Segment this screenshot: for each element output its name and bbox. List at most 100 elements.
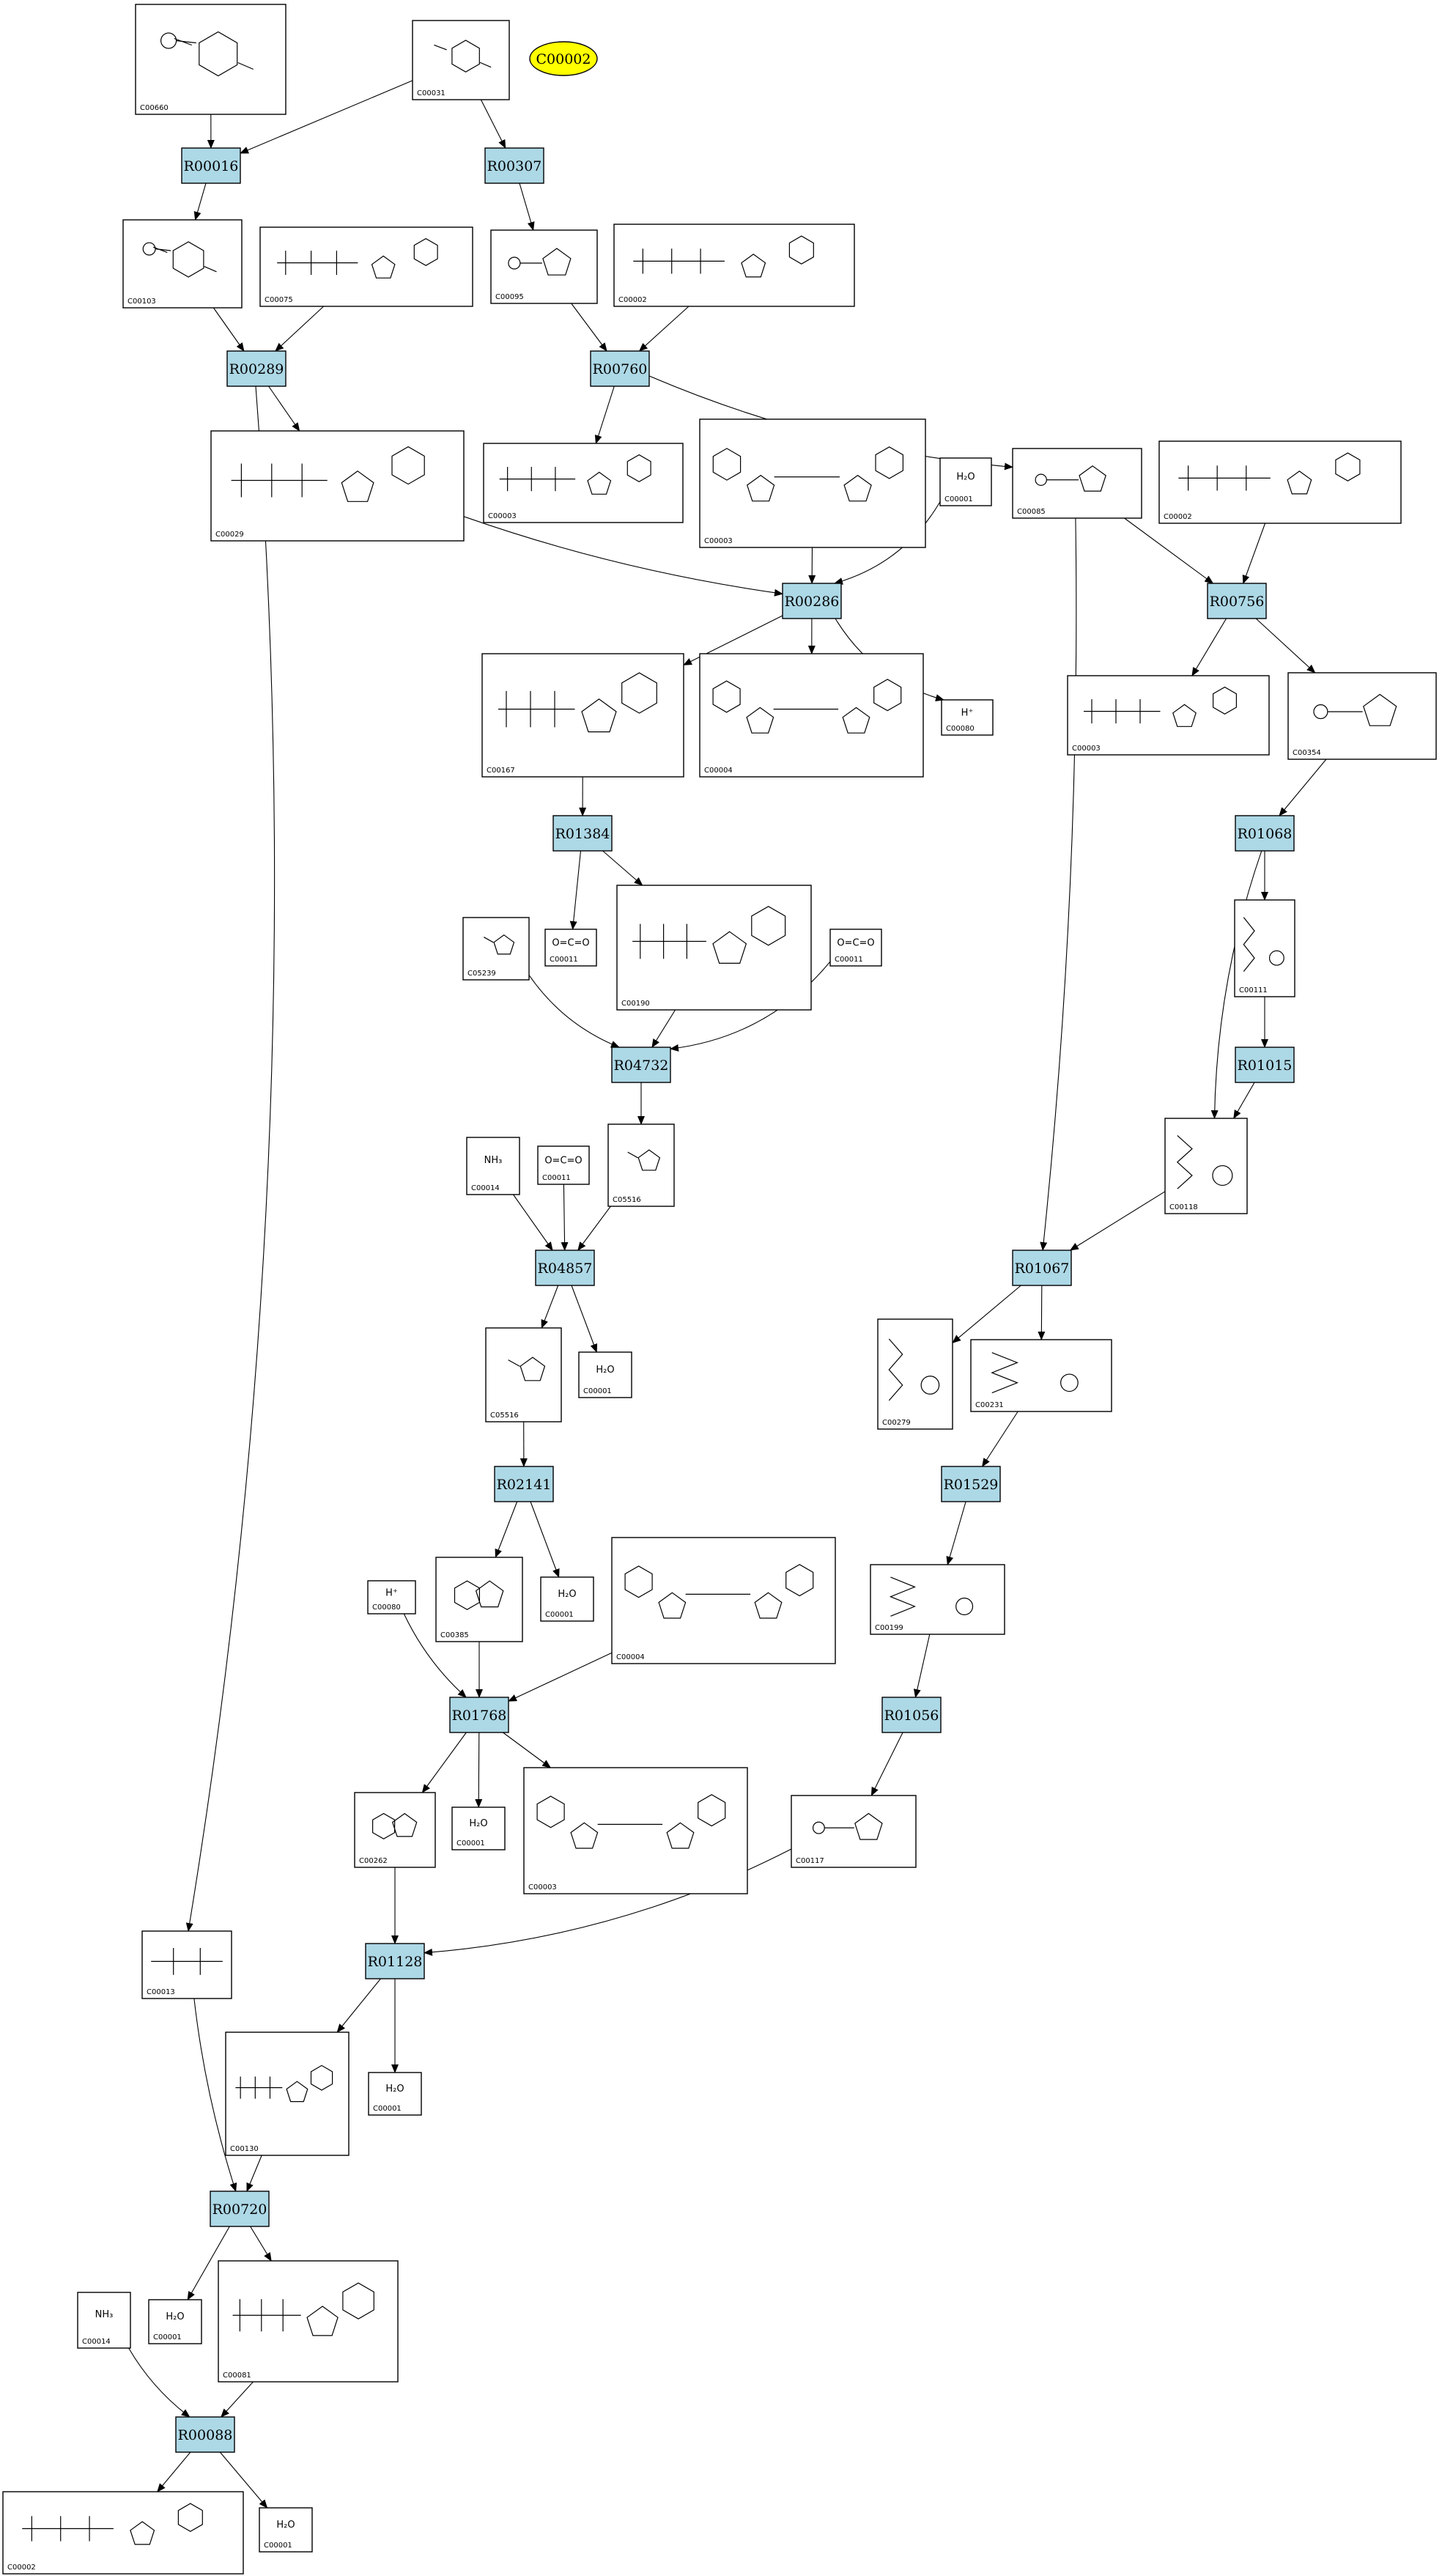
reaction-node[interactable]: R02141 <box>494 1466 554 1502</box>
formula-text: NH₃ <box>95 2309 114 2320</box>
structure-drawing <box>712 446 903 502</box>
compound-box <box>210 430 465 542</box>
reaction-id-label: R02141 <box>497 1477 552 1493</box>
compound-node[interactable]: C05516 <box>485 1327 562 1422</box>
compound-node[interactable]: C00081 <box>218 2260 399 2383</box>
reaction-box <box>590 350 650 387</box>
compound-node[interactable]: C00075 <box>259 226 473 307</box>
reaction-id-label: R00016 <box>184 158 239 174</box>
compound-id-label: C00001 <box>944 495 973 503</box>
reaction-node[interactable]: R01529 <box>941 1466 1001 1502</box>
highlight-node[interactable]: C00002 <box>529 41 598 76</box>
compound-node[interactable]: C00002 <box>613 224 855 307</box>
compound-box <box>367 1580 416 1614</box>
compound-node[interactable]: C00385 <box>435 1557 523 1642</box>
edge-R00720-c44 <box>187 2226 230 2300</box>
compound-node[interactable]: C00095 <box>490 229 598 304</box>
edge-c2-R00016 <box>240 80 413 154</box>
compound-id-label: C00199 <box>875 1624 903 1632</box>
compound-id-label: C00103 <box>127 298 156 306</box>
compound-id-label: C00080 <box>946 725 975 733</box>
compound-node[interactable]: C00004 <box>611 1537 836 1664</box>
reaction-node[interactable]: R00016 <box>181 147 241 184</box>
edge-R00016-c3 <box>193 182 207 221</box>
compound-node[interactable]: C00003 <box>483 443 684 523</box>
edge-c23-R04857 <box>513 1194 553 1251</box>
reaction-box <box>611 1047 671 1083</box>
compound-node[interactable]: C05516 <box>607 1123 675 1207</box>
compound-node[interactable]: C00660 <box>135 4 286 115</box>
structure-drawing: O=C=O <box>544 1155 582 1166</box>
compound-node[interactable]: C00231 <box>970 1339 1112 1412</box>
compound-node[interactable]: C05239 <box>462 917 530 981</box>
compound-node[interactable]: C00262 <box>354 1792 436 1868</box>
reaction-node[interactable]: R01384 <box>552 815 613 852</box>
compound-node[interactable]: C00031 <box>412 20 510 100</box>
compound-node[interactable]: C00013 <box>141 1930 232 1999</box>
compound-node[interactable]: C00117 <box>791 1795 917 1868</box>
reaction-node[interactable]: R01768 <box>449 1697 509 1733</box>
reaction-node[interactable]: R01015 <box>1235 1047 1295 1083</box>
compound-node[interactable]: C00003 <box>1067 675 1270 756</box>
structure-drawing <box>1035 465 1106 492</box>
reaction-node[interactable]: R00286 <box>782 583 842 619</box>
compound-id-label: C00002 <box>1164 513 1192 521</box>
compound-node[interactable]: H⁺C00080 <box>941 699 994 736</box>
compound-node[interactable]: H₂O C00001 <box>451 1806 506 1850</box>
reaction-node[interactable]: R00760 <box>590 350 650 387</box>
compound-id-label: C00117 <box>796 1857 824 1865</box>
edge-c7-R00286 <box>463 516 783 597</box>
compound-node[interactable]: C00279 <box>877 1318 953 1430</box>
formula-text: H₂O <box>469 1818 487 1829</box>
compound-box <box>368 2072 422 2116</box>
compound-node[interactable]: C00190 <box>616 885 812 1011</box>
compound-node[interactable]: C00130 <box>225 2031 350 2156</box>
compound-node[interactable]: C00029 <box>210 430 465 542</box>
edge-R00756-c17 <box>1255 618 1316 673</box>
compound-node[interactable]: C00354 <box>1287 672 1437 760</box>
reaction-node[interactable]: R00720 <box>210 2191 270 2227</box>
structure-drawing <box>160 31 254 77</box>
compound-node[interactable]: C00167 <box>481 653 684 778</box>
reaction-node[interactable]: R01128 <box>365 1943 425 1979</box>
reaction-node[interactable]: R00756 <box>1207 583 1267 619</box>
compound-id-label: C00385 <box>440 1631 469 1639</box>
compound-node[interactable]: C00085 <box>1012 448 1142 519</box>
reaction-node[interactable]: R00289 <box>226 350 286 387</box>
compound-node[interactable]: H⁺C00080 <box>367 1580 416 1614</box>
reaction-node[interactable]: R04732 <box>611 1047 671 1083</box>
compound-node[interactable]: C00199 <box>870 1564 1005 1635</box>
compound-node[interactable]: C00002 <box>1158 440 1402 524</box>
compound-id-label: C00001 <box>456 1839 485 1848</box>
compound-node[interactable]: C00003 <box>699 418 926 548</box>
reaction-id-label: R01529 <box>944 1477 999 1493</box>
reaction-box <box>449 1697 509 1733</box>
compound-id-label: C00004 <box>616 1653 645 1661</box>
reaction-node[interactable]: R01067 <box>1012 1250 1072 1286</box>
compound-node[interactable]: C00111 <box>1234 899 1295 997</box>
compound-id-label: C00011 <box>835 956 863 964</box>
reaction-node[interactable]: R01068 <box>1235 815 1295 852</box>
reaction-node[interactable]: R01056 <box>881 1697 942 1733</box>
edge-c12-R00756 <box>1242 523 1266 584</box>
reaction-node[interactable]: R00307 <box>484 147 544 184</box>
reaction-node[interactable]: R00088 <box>175 2416 235 2453</box>
compound-node[interactable]: C00003 <box>523 1767 748 1894</box>
compound-node[interactable]: C00004 <box>699 653 924 778</box>
compound-node[interactable]: C00002 <box>2 2491 244 2575</box>
compound-node[interactable]: C00118 <box>1164 1118 1248 1214</box>
compound-node[interactable]: C00103 <box>122 219 243 309</box>
reaction-node[interactable]: R04857 <box>535 1250 595 1286</box>
formula-text: H₂O <box>276 2520 295 2531</box>
